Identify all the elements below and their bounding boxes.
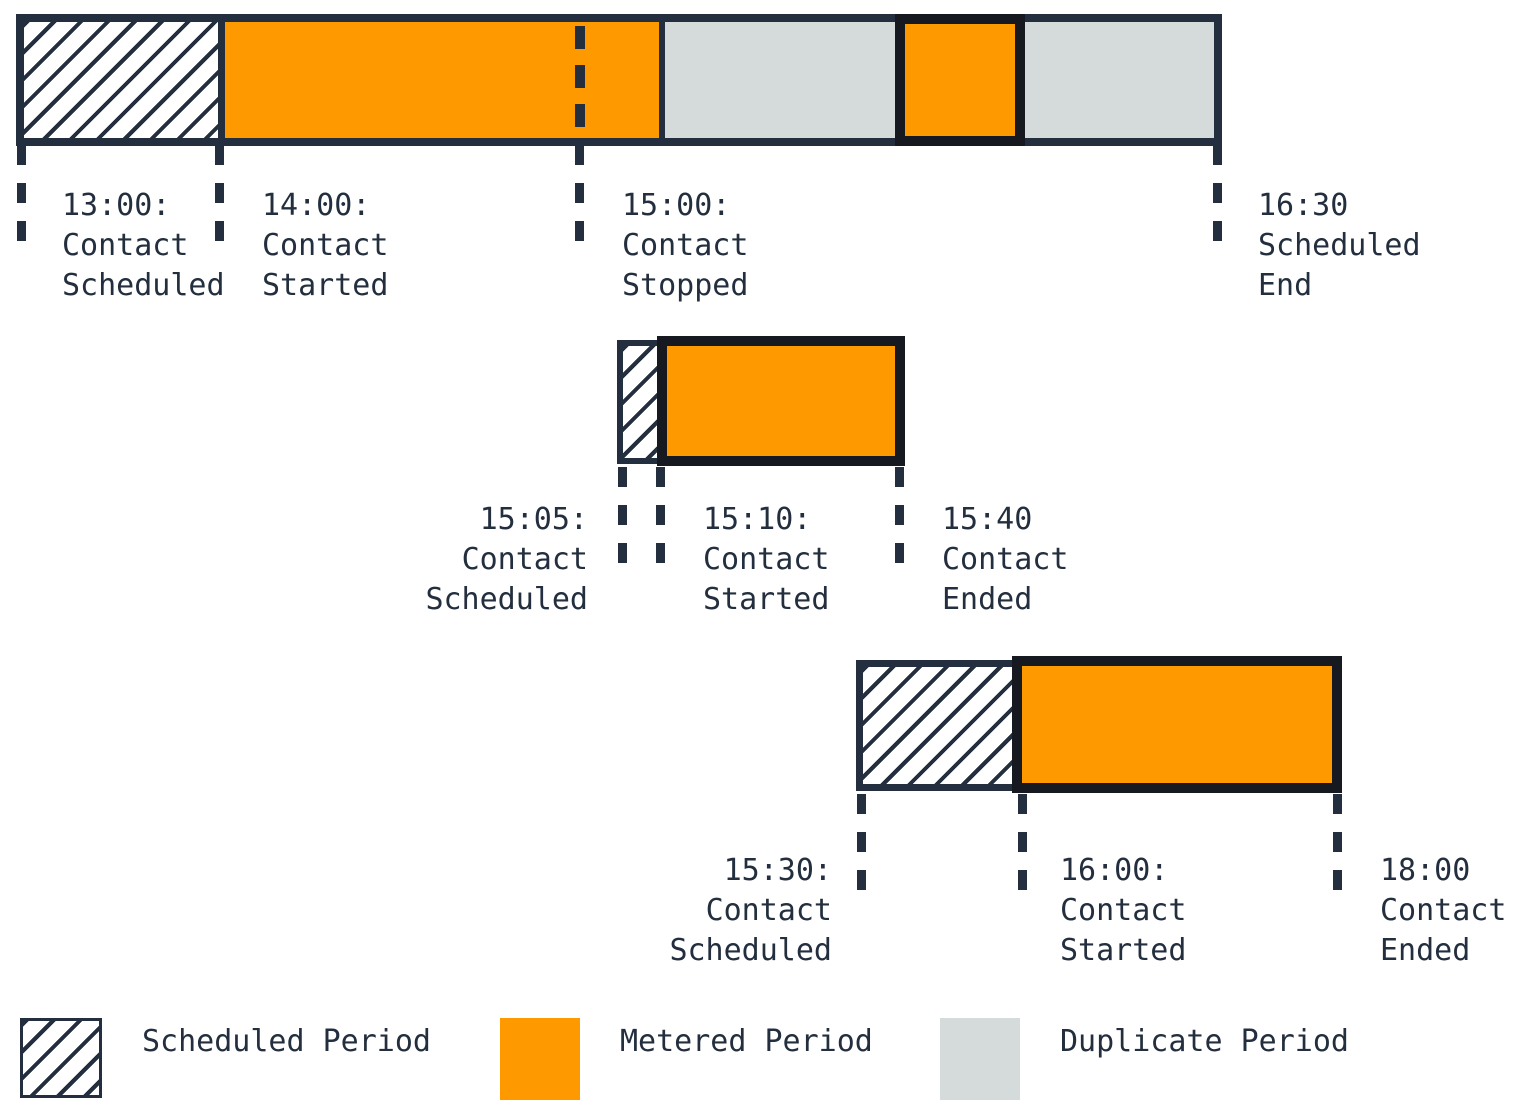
event-text: Contact — [1060, 893, 1187, 928]
event-text: Ended — [942, 582, 1033, 617]
segment-metered — [1012, 656, 1342, 793]
event-text: Contact — [1380, 893, 1507, 928]
segment-divider — [659, 22, 665, 138]
segment-divider — [218, 22, 225, 138]
tick-15-30 — [857, 794, 866, 890]
event-text: Contact — [703, 542, 830, 577]
event-text: Scheduled — [669, 933, 832, 968]
tick-16-00 — [1018, 794, 1027, 890]
segment-metered — [222, 22, 665, 138]
event-text: Started — [1060, 933, 1187, 968]
tick-15-05 — [618, 467, 627, 563]
legend-label-scheduled: Scheduled Period — [142, 1024, 431, 1059]
event-text: Contact — [942, 542, 1069, 577]
event-time: 15:00: — [622, 188, 731, 223]
event-text: Scheduled — [1258, 228, 1421, 263]
event-time: 16:00: — [1060, 853, 1169, 888]
segment-metered — [657, 336, 905, 466]
event-label-15-00: 15:00: Contact Stopped — [622, 186, 748, 306]
event-text: Contact — [62, 228, 189, 263]
event-text: Started — [262, 268, 389, 303]
event-text: End — [1258, 268, 1313, 303]
event-time: 15:10: — [703, 502, 812, 537]
event-text: Contact — [705, 893, 832, 928]
scheduled-period-swatch — [20, 1018, 102, 1098]
event-label-16-00: 16:00: Contact Started — [1060, 851, 1186, 971]
tick-14-00 — [215, 145, 224, 241]
legend-label-metered: Metered Period — [620, 1024, 873, 1059]
event-time: 15:30: — [723, 853, 832, 888]
event-label-15-30: 15:30: Contact Scheduled — [669, 851, 832, 971]
segment-scheduled-hatched — [856, 660, 1022, 791]
metered-period-swatch — [500, 1018, 580, 1100]
tick-15-40 — [895, 467, 904, 563]
tick-13-00 — [17, 145, 26, 241]
event-text: Started — [703, 582, 830, 617]
legend-label-duplicate: Duplicate Period — [1060, 1024, 1349, 1059]
event-time: 15:05: — [479, 502, 588, 537]
duplicate-period-swatch — [940, 1018, 1020, 1100]
event-label-15-05: 15:05: Contact Scheduled — [425, 500, 588, 620]
event-label-14-00: 14:00: Contact Started — [262, 186, 388, 306]
event-text: Ended — [1380, 933, 1471, 968]
timeline-1-bar — [16, 14, 1222, 146]
event-label-18-00: 18:00 Contact Ended — [1380, 851, 1506, 971]
tick-16-30 — [1213, 145, 1222, 241]
tick-15-00 — [575, 145, 584, 241]
event-text: Stopped — [622, 268, 749, 303]
event-time: 13:00: — [62, 188, 171, 223]
event-label-16-30: 16:30 Scheduled End — [1258, 186, 1421, 306]
event-time: 16:30 — [1258, 188, 1349, 223]
tick-15-10 — [656, 467, 665, 563]
event-text: Contact — [262, 228, 389, 263]
contact-stopped-dashed-line — [575, 26, 585, 138]
tick-18-00 — [1333, 794, 1342, 890]
segment-scheduled-hatched — [24, 22, 222, 138]
event-time: 18:00 — [1380, 853, 1471, 888]
event-text: Scheduled — [425, 582, 588, 617]
event-text: Contact — [461, 542, 588, 577]
event-time: 15:40 — [942, 502, 1033, 537]
event-text: Contact — [622, 228, 749, 263]
event-text: Scheduled — [62, 268, 225, 303]
event-label-15-40: 15:40 Contact Ended — [942, 500, 1068, 620]
event-label-15-10: 15:10: Contact Started — [703, 500, 829, 620]
event-time: 14:00: — [262, 188, 371, 223]
segment-metered-overlap — [895, 14, 1025, 146]
event-label-13-00: 13:00: Contact Scheduled — [62, 186, 225, 306]
